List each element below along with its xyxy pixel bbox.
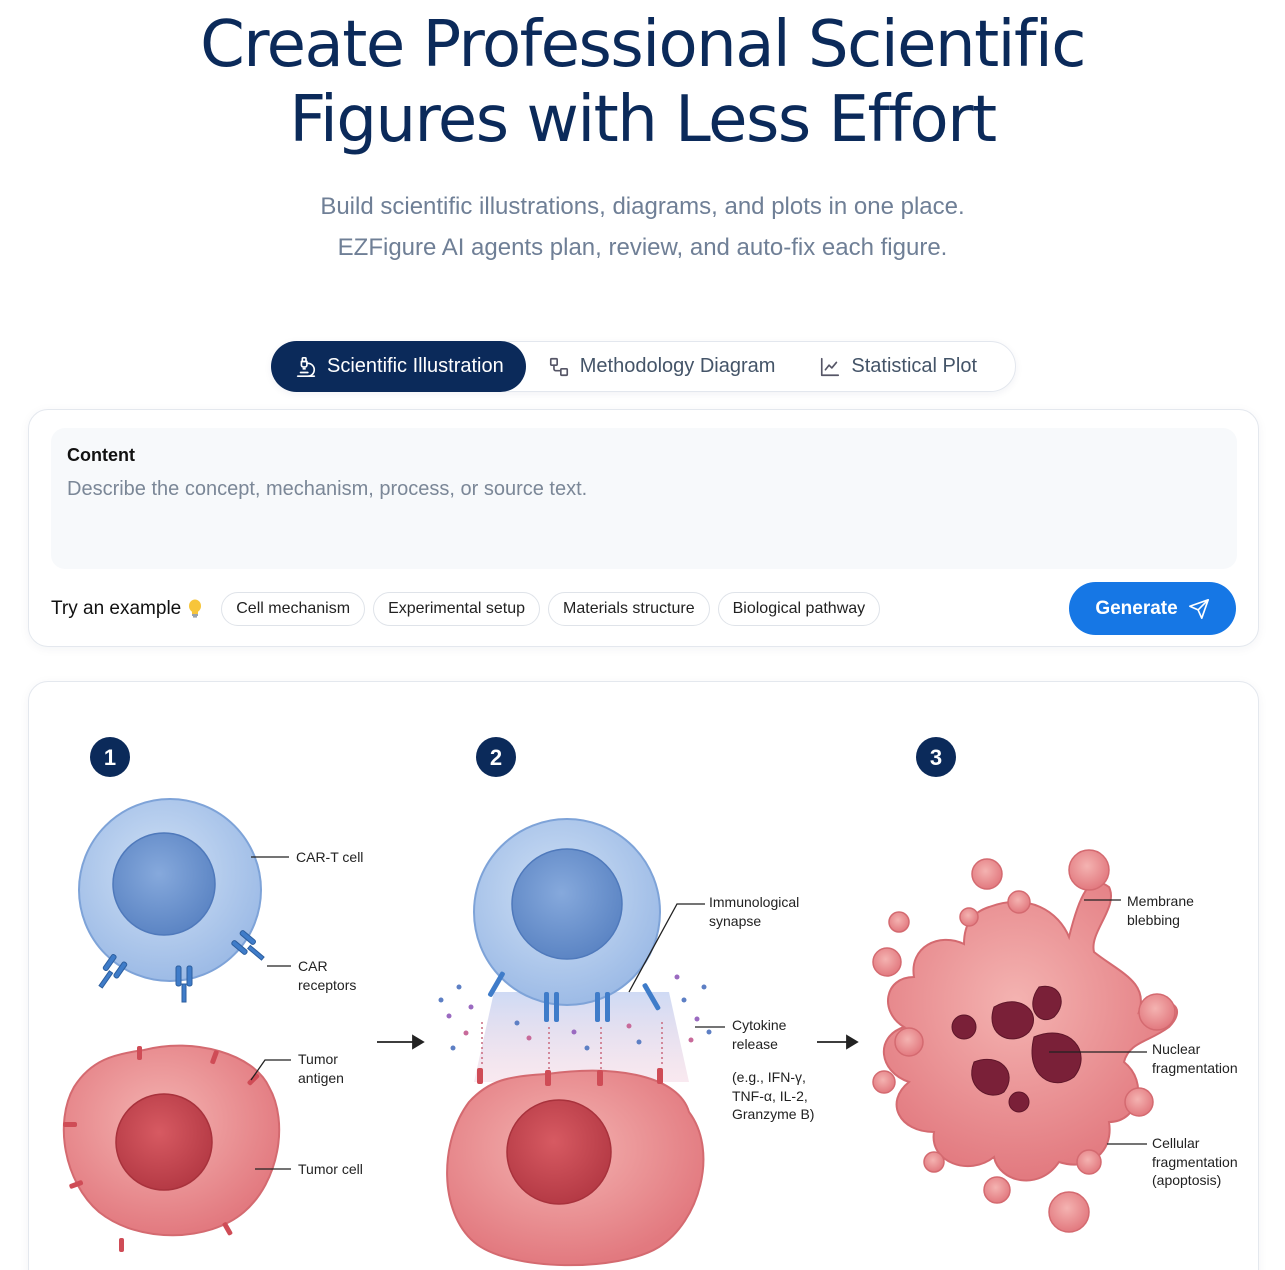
step-badge-1: 1	[90, 737, 130, 777]
label-nuclear-2: fragmentation	[1152, 1060, 1238, 1076]
generate-button[interactable]: Generate	[1069, 582, 1236, 635]
label-synapse-1: Immunological	[709, 894, 799, 910]
step-badge-3: 3	[916, 737, 956, 777]
hero-subtitle: Build scientific illustrations, diagrams…	[0, 186, 1285, 268]
label-cytokine-2: release	[732, 1036, 778, 1052]
tab-statistical-plot[interactable]: Statistical Plot	[819, 341, 977, 392]
panel1-leaders	[250, 856, 291, 1170]
svg-text:1: 1	[104, 745, 116, 770]
label-cytokine-ex-3: Granzyme B)	[732, 1106, 814, 1122]
line-chart-icon	[821, 357, 840, 376]
hero-subtitle-line-1: Build scientific illustrations, diagrams…	[320, 193, 965, 220]
label-cellular-1: Cellular	[1152, 1135, 1200, 1151]
label-blebbing-1: Membrane	[1127, 893, 1194, 909]
label-cellular-2: fragmentation	[1152, 1154, 1238, 1170]
tab-label: Methodology Diagram	[579, 355, 776, 377]
tumor-cell-engaged	[446, 1069, 705, 1267]
example-figure: 1 2 3	[62, 737, 1238, 1267]
tab-methodology-diagram[interactable]: Methodology Diagram	[548, 341, 776, 392]
label-cytokine-ex-2: TNF-α, IL-2,	[732, 1088, 808, 1104]
tab-scientific-illustration[interactable]: Scientific Illustration	[271, 341, 526, 392]
label-blebbing-2: blebbing	[1127, 912, 1180, 928]
label-cytokine-1: Cytokine	[732, 1017, 787, 1033]
tumor-antigens	[63, 1046, 260, 1252]
arrow-right-icon	[817, 1034, 859, 1050]
example-chip-cell-mechanism[interactable]: Cell mechanism	[221, 592, 366, 626]
svg-text:3: 3	[930, 745, 942, 770]
diagram-icon	[549, 357, 568, 376]
svg-text:2: 2	[490, 745, 502, 770]
try-example-label: Try an example	[51, 598, 182, 619]
content-input[interactable]	[67, 478, 1217, 558]
lightbulb-icon	[189, 599, 202, 618]
label-cytokine-ex-1: (e.g., IFN-γ,	[732, 1069, 806, 1085]
label-synapse-2: synapse	[709, 913, 761, 929]
content-box: Content	[51, 428, 1237, 569]
receptor-antigen-bridges	[477, 971, 663, 1086]
example-chip-biological-pathway[interactable]: Biological pathway	[717, 592, 881, 626]
label-car-receptors-2: receptors	[298, 977, 356, 993]
label-tumor-antigen-2: antigen	[298, 1070, 344, 1086]
arrow-right-icon	[377, 1034, 425, 1050]
cart-cell-engaged	[473, 818, 661, 1006]
synapse-zone	[474, 992, 689, 1082]
label-cellular-3: (apoptosis)	[1152, 1172, 1221, 1188]
label-car-receptors-1: CAR	[298, 958, 328, 974]
car-receptors	[98, 930, 265, 1003]
panel2-leaders	[628, 903, 725, 1028]
microscope-icon	[296, 356, 316, 377]
send-icon	[1188, 598, 1209, 619]
panel3-leaders	[1049, 899, 1147, 1145]
generate-label: Generate	[1095, 597, 1178, 619]
label-tumor-antigen-1: Tumor	[298, 1051, 338, 1067]
prompt-card: Content Try an example Cell mechanism Ex…	[28, 409, 1259, 647]
mode-tabs: Scientific Illustration Methodology Diag…	[271, 341, 1016, 392]
hero-title-line-2: Figures with Less Effort	[289, 83, 997, 157]
label-nuclear-1: Nuclear	[1152, 1041, 1201, 1057]
step-badge-2: 2	[476, 737, 516, 777]
example-chip-experimental-setup[interactable]: Experimental setup	[373, 592, 541, 626]
hero-subtitle-line-2: EZFigure AI agents plan, review, and aut…	[337, 234, 948, 261]
tumor-cell	[62, 1044, 281, 1237]
cart-cell	[78, 798, 262, 982]
cytokine-particles	[438, 974, 712, 1051]
blebs	[872, 849, 1176, 1233]
content-label: Content	[67, 445, 135, 465]
preview-figure-card: 1 2 3	[28, 681, 1259, 1270]
tab-label: Statistical Plot	[851, 355, 978, 377]
label-cart-cell: CAR-T cell	[296, 849, 363, 865]
example-row: Try an example Cell mechanism Experiment…	[51, 590, 888, 628]
label-tumor-cell: Tumor cell	[298, 1161, 363, 1177]
hero-title: Create Professional Scientific Figures w…	[0, 8, 1285, 158]
hero-title-line-1: Create Professional Scientific	[200, 8, 1086, 82]
tab-label: Scientific Illustration	[327, 355, 504, 377]
nuclear-fragments	[951, 985, 1082, 1113]
example-chip-materials-structure[interactable]: Materials structure	[548, 592, 710, 626]
